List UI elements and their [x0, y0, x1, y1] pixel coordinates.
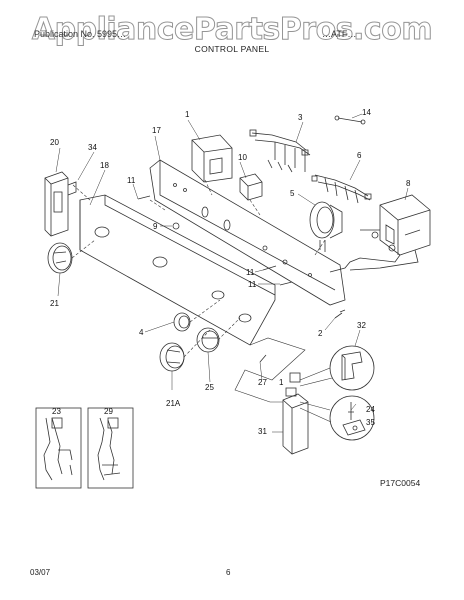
callout-21a: 21A — [166, 399, 181, 408]
control-console-panel — [79, 194, 276, 346]
wire-harness — [249, 129, 311, 173]
callout-24: 24 — [366, 405, 375, 414]
wire-lead — [334, 115, 366, 125]
callout-11-mid: 11 — [246, 268, 255, 277]
console-end-bracket — [282, 387, 309, 455]
callout-17: 17 — [152, 126, 161, 135]
knob-4 — [173, 312, 191, 332]
grommet — [172, 222, 180, 230]
callout-11-low: 11 — [248, 280, 257, 289]
detail-32 — [299, 345, 375, 391]
footer-date: 03/07 — [30, 568, 51, 577]
knob-21 — [47, 242, 73, 274]
screw-11-mid — [262, 265, 277, 271]
clip — [289, 372, 301, 383]
callout-29: 29 — [104, 407, 113, 416]
callout-27: 27 — [258, 378, 267, 387]
callout-31: 31 — [258, 427, 267, 436]
callout-8: 8 — [406, 179, 411, 188]
section-title: CONTROL PANEL — [194, 44, 270, 54]
callout-32: 32 — [357, 321, 366, 330]
callout-35: 35 — [366, 418, 375, 427]
callout-4: 4 — [139, 328, 144, 337]
knob-21a — [159, 342, 185, 372]
screw-11-left — [137, 195, 151, 200]
callout-3: 3 — [298, 113, 303, 122]
timer — [191, 134, 233, 183]
footer-page-number: 6 — [226, 568, 231, 577]
callout-23: 23 — [52, 407, 61, 416]
callout-25: 25 — [205, 383, 214, 392]
callout-9: 9 — [153, 222, 158, 231]
model-number: …ATF… — [322, 29, 357, 39]
knob-25 — [196, 327, 220, 353]
callout-18: 18 — [100, 161, 109, 170]
callout-2: 2 — [318, 329, 323, 338]
screw-27 — [259, 354, 267, 363]
switch — [239, 173, 263, 201]
diagram-code: P17C0054 — [380, 478, 421, 488]
callout-34: 34 — [88, 143, 97, 152]
callout-6: 6 — [357, 151, 362, 160]
publication-number: Publication No. 5995… — [34, 29, 127, 39]
harness-detail-29 — [87, 407, 134, 489]
screw-2 — [334, 309, 346, 319]
harness-detail-23 — [35, 407, 82, 489]
end-cap-bracket — [44, 171, 77, 237]
pressure-switch — [360, 194, 431, 256]
callout-1-small: 1 — [279, 378, 284, 387]
watermark: AppliancePartsPros.com — [31, 12, 433, 48]
callout-11-top: 11 — [127, 176, 136, 185]
screw-11-low — [279, 281, 293, 286]
wire-harness-2 — [311, 174, 372, 204]
selector-switch — [309, 201, 343, 252]
callout-14: 14 — [362, 108, 371, 117]
callout-5: 5 — [290, 189, 295, 198]
callout-10: 10 — [238, 153, 247, 162]
detail-24-35 — [299, 395, 375, 441]
callout-21: 21 — [50, 299, 59, 308]
callout-20: 20 — [50, 138, 59, 147]
callout-1: 1 — [185, 110, 190, 119]
